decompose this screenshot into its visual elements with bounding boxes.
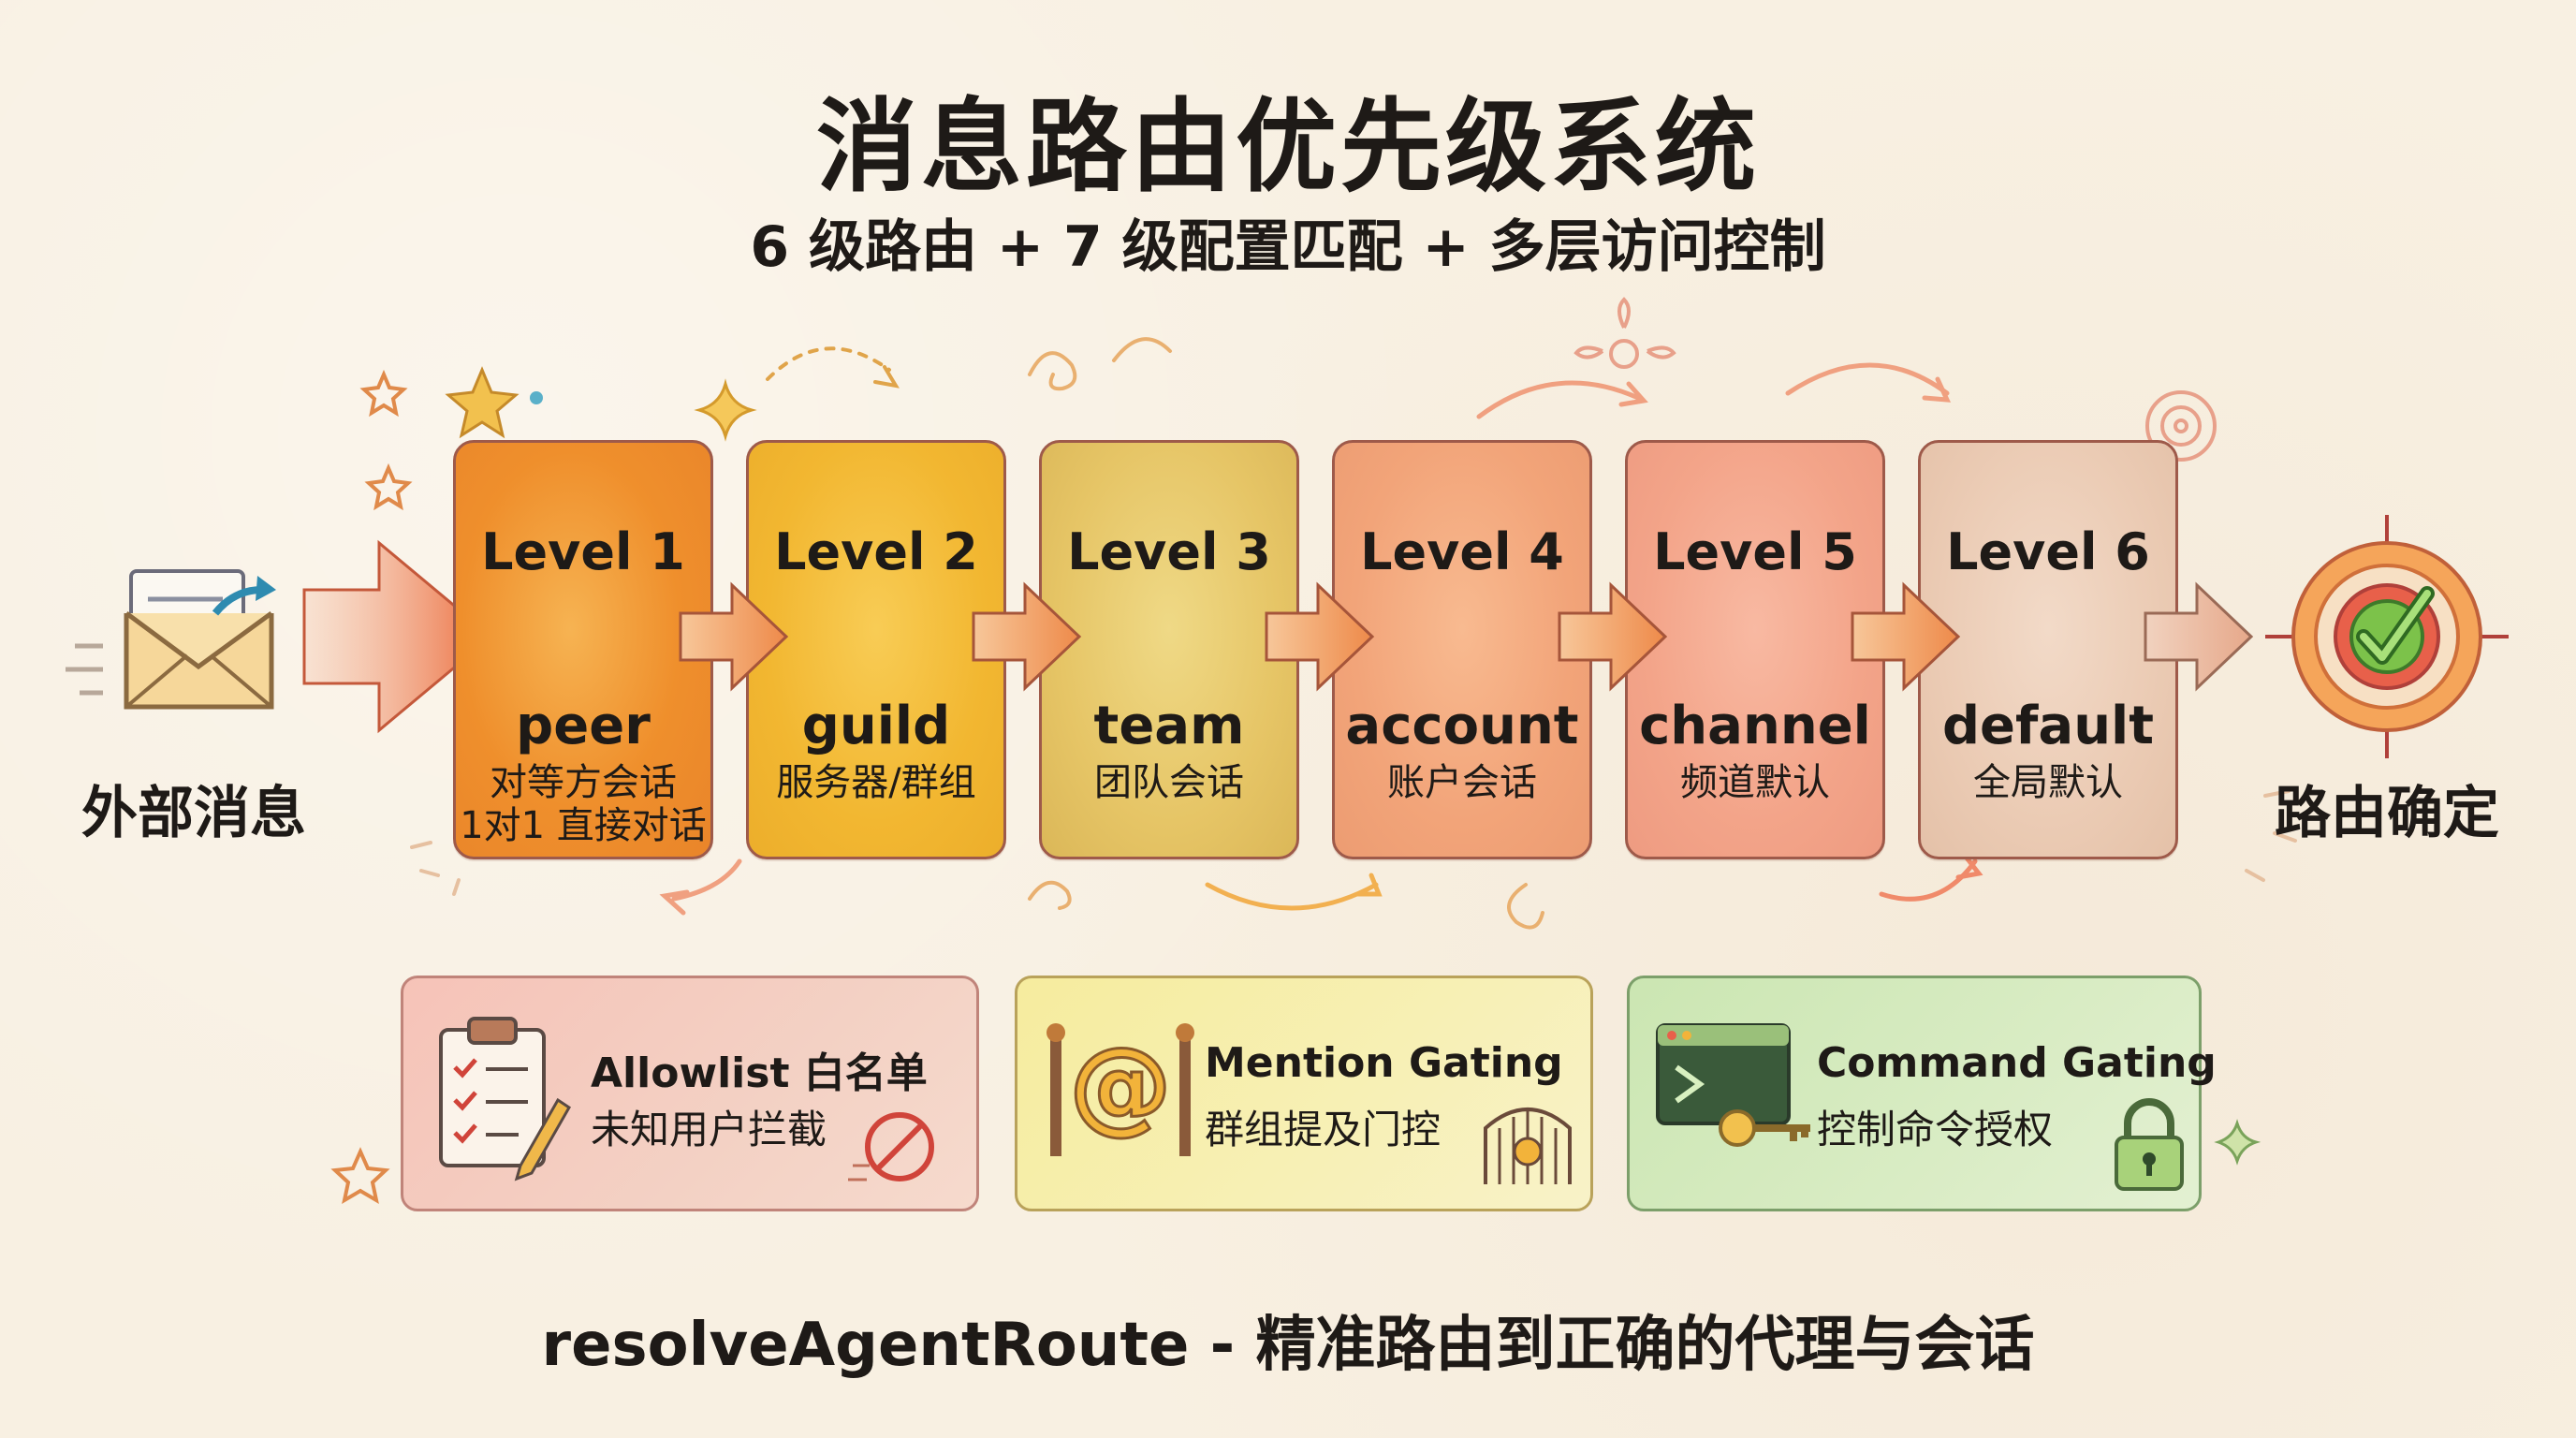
target-check-icon (2265, 515, 2509, 758)
star-doodle-icon (330, 369, 413, 1205)
star-doodle-icon (445, 366, 520, 439)
at-sign-gate-icon: @ (1046, 1023, 1194, 1156)
level-number: Level 4 (1360, 522, 1564, 581)
svg-text:@: @ (1069, 1025, 1172, 1145)
level-description-line: 账户会话 (1387, 761, 1537, 804)
lock-icon (2115, 1098, 2184, 1191)
level-card-2: Level 2 guild 服务器/群组 (746, 440, 1006, 859)
gate-subtitle: 未知用户拦截 (591, 1107, 827, 1152)
level-description-line: 对等方会话 (490, 761, 677, 804)
level-key: peer (516, 696, 651, 756)
gate-title: Mention Gating (1205, 1039, 1563, 1087)
level-description-line: 全局默认 (1973, 761, 2123, 804)
level-description: 频道默认 (1628, 761, 1882, 804)
level-card-1: Level 1 peer 对等方会话 1对1 直接对话 (453, 440, 713, 859)
level-description: 账户会话 (1335, 761, 1589, 804)
command-gate-card: Command Gating 控制命令授权 (1627, 976, 2217, 1211)
level-description-line: 1对1 直接对话 (460, 804, 707, 847)
dot-doodle-icon (530, 391, 543, 404)
terminal-key-icon (1656, 1023, 1810, 1147)
block-icon (848, 1112, 934, 1181)
level-key: channel (1639, 696, 1871, 756)
level-number: Level 3 (1067, 522, 1271, 581)
output-label: 路由确定 (2275, 781, 2499, 846)
mention-gate-card: @ Mention Gating 群组提及门控 (1015, 976, 1593, 1211)
level-card-5: Level 5 channel 频道默认 (1625, 440, 1885, 859)
gate-icon (1484, 1108, 1572, 1184)
input-label: 外部消息 (81, 781, 306, 846)
level-description-line: 服务器/群组 (776, 761, 976, 804)
level-card-4: Level 4 account 账户会话 (1332, 440, 1592, 859)
level-key: team (1093, 696, 1245, 756)
footer-caption: resolveAgentRoute - 精准路由到正确的代理与会话 (541, 1311, 2035, 1380)
page-title: 消息路由优先级系统 (815, 89, 1760, 206)
level-card-3: Level 3 team 团队会话 (1039, 440, 1299, 859)
flower-doodle-icon (1573, 297, 2217, 462)
gate-title: Command Gating (1817, 1039, 2217, 1087)
level-key: account (1345, 696, 1579, 756)
page-subtitle: 6 级路由 + 7 级配置匹配 + 多层访问控制 (750, 214, 1826, 280)
level-key: guild (801, 696, 951, 756)
level-number: Level 1 (481, 522, 685, 581)
swirl-icon (1028, 337, 1544, 930)
clipboard-checklist-icon (439, 1017, 571, 1181)
gate-subtitle: 群组提及门控 (1205, 1107, 1442, 1152)
level-card-6: Level 6 default 全局默认 (1918, 440, 2178, 859)
flow-arrow-icon (659, 362, 1983, 916)
envelope-icon (66, 569, 276, 710)
gate-title: Allowlist 白名单 (591, 1049, 928, 1097)
entry-arrow-icon (302, 539, 494, 734)
level-number: Level 2 (774, 522, 978, 581)
level-description-line: 频道默认 (1680, 761, 1830, 804)
curly-arrow-icon (766, 346, 900, 389)
gate-subtitle: 控制命令授权 (1817, 1107, 2054, 1152)
level-number: Level 5 (1653, 522, 1857, 581)
level-description: 对等方会话 1对1 直接对话 (456, 761, 710, 847)
level-description: 服务器/群组 (749, 761, 1003, 804)
sparkle-icon (694, 378, 2261, 1166)
level-description-line: 团队会话 (1094, 761, 1244, 804)
dash-doodle-icon (410, 789, 2297, 896)
level-number: Level 6 (1946, 522, 2150, 581)
level-description: 团队会话 (1042, 761, 1296, 804)
allowlist-gate-card: Allowlist 白名单 未知用户拦截 (401, 976, 979, 1211)
level-key: default (1941, 696, 2155, 756)
level-description: 全局默认 (1921, 761, 2175, 804)
